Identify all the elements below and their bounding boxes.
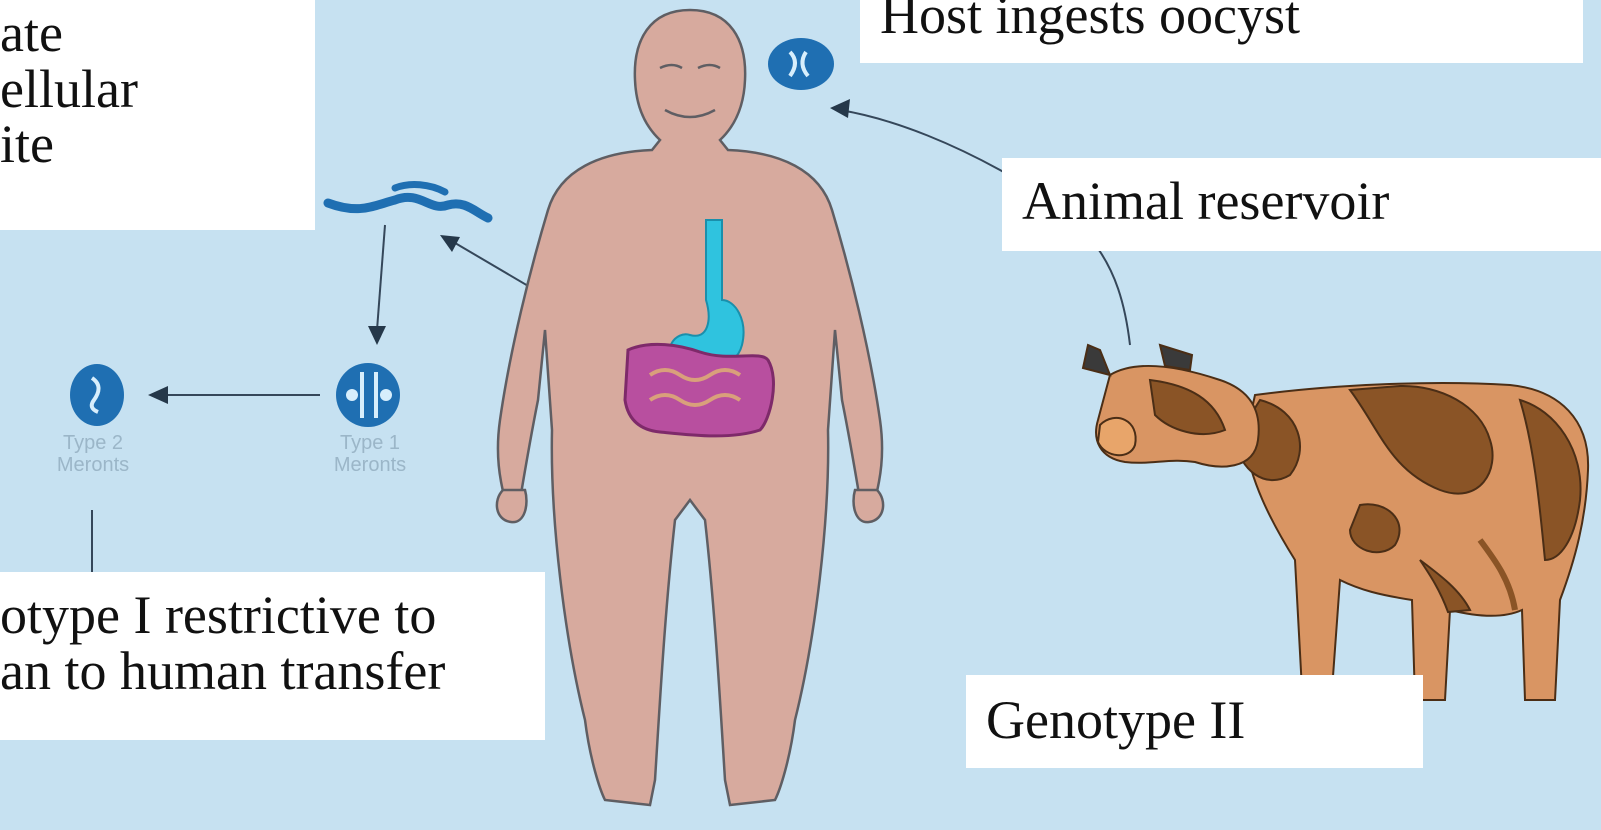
type1-line1: Type 1 <box>340 432 400 454</box>
parasite-line-1: ate <box>0 6 315 62</box>
arrowhead-type2 <box>148 386 168 404</box>
type1-meronts-label: Type 1 Meronts <box>300 432 440 476</box>
type1-line2: Meronts <box>334 454 406 476</box>
arrow-sporozoite-to-type1 <box>377 225 385 330</box>
arrowhead-host <box>830 99 850 118</box>
parasite-line-3: ite <box>0 117 315 173</box>
label-animal-reservoir: Animal reservoir <box>1002 158 1601 251</box>
parasite-line-2: ellular <box>0 62 315 118</box>
label-intracellular-parasite: ate ellular ite <box>0 0 315 230</box>
intestine-icon <box>625 344 773 436</box>
cow-illustration <box>1083 345 1588 700</box>
label-host-ingests-oocyst: Host ingests oocyst <box>860 0 1583 63</box>
genotype-two-text: Genotype II <box>986 693 1423 749</box>
genotype-one-line-1: otype I restrictive to <box>0 588 545 644</box>
oocyst-icon <box>768 38 834 90</box>
host-ingests-text: Host ingests oocyst <box>880 0 1583 44</box>
label-genotype-two: Genotype II <box>966 675 1423 768</box>
label-genotype-one: otype I restrictive to an to human trans… <box>0 572 545 740</box>
type2-meronts-label: Type 2 Meronts <box>28 432 158 476</box>
type2-meront-icon <box>70 364 124 426</box>
genotype-one-line-2: an to human transfer <box>0 644 545 700</box>
arrowhead-type1 <box>368 326 386 345</box>
type2-line1: Type 2 <box>63 432 123 454</box>
animal-reservoir-text: Animal reservoir <box>1022 174 1601 230</box>
type2-line2: Meronts <box>57 454 129 476</box>
sporozoite-icon <box>328 197 488 218</box>
type1-meront-icon <box>336 363 400 427</box>
